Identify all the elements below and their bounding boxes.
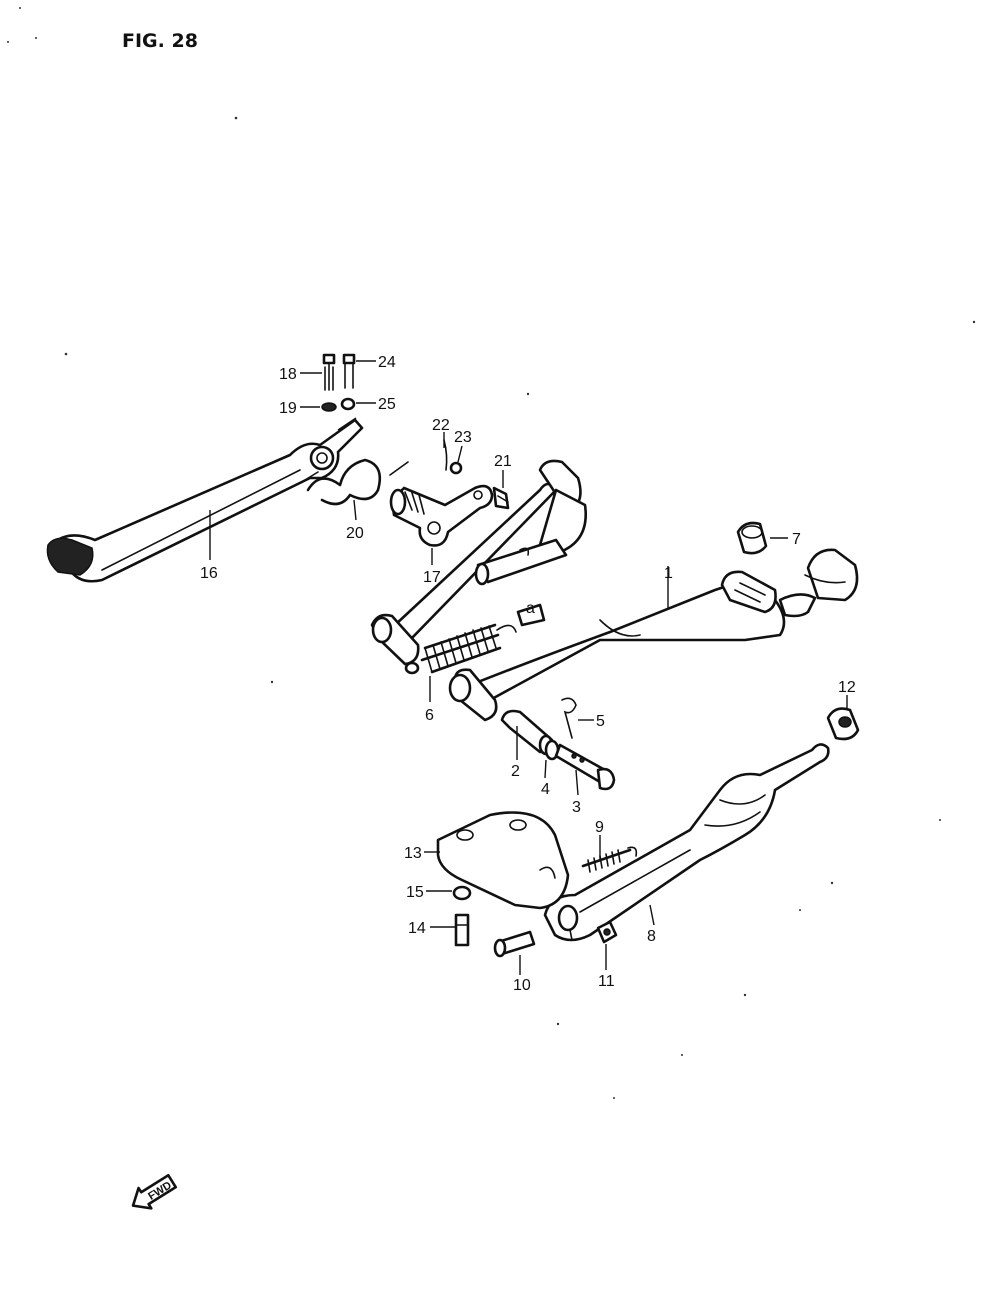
callout-21: 21 <box>494 453 512 470</box>
fwd-arrow-icon: FWD <box>131 1173 178 1210</box>
part-19-nut <box>321 402 337 412</box>
mark-a: a <box>526 600 535 617</box>
part-11-nut <box>596 920 618 944</box>
part-17-pivot-shaft <box>389 484 494 547</box>
callout-13: 13 <box>404 845 422 862</box>
callout-1: 1 <box>664 565 673 582</box>
callout-22: 22 <box>432 417 450 434</box>
part-10-bolt <box>493 930 536 958</box>
callout-3: 3 <box>572 799 581 816</box>
callout-6: 6 <box>425 707 434 724</box>
callout-15: 15 <box>406 884 424 901</box>
part-21-bolt <box>492 486 510 510</box>
callout-8: 8 <box>647 928 656 945</box>
callout-16: 16 <box>200 565 218 582</box>
part-12-cap <box>826 707 860 741</box>
part-5-r-clip <box>561 697 577 739</box>
callout-25: 25 <box>378 396 396 413</box>
part-15-nut <box>452 885 472 901</box>
callout-14: 14 <box>408 920 426 937</box>
part-16-brake-pedal <box>46 417 364 583</box>
part-3-pin <box>554 743 616 791</box>
part-25-nut <box>340 397 356 411</box>
part-1-center-stand <box>370 459 859 722</box>
part-13-bracket <box>436 811 570 910</box>
callout-7: 7 <box>792 531 801 548</box>
part-18-bolt <box>322 353 336 391</box>
figure-title: FIG. 28 <box>122 30 198 52</box>
callout-24: 24 <box>378 354 396 371</box>
callout-9: 9 <box>595 819 604 836</box>
part-24-bolt <box>342 353 356 389</box>
leader-lines <box>209 360 848 975</box>
scan-specks <box>7 7 976 1099</box>
callout-19: 19 <box>279 400 297 417</box>
callout-2: 2 <box>511 763 520 780</box>
part-2-collar <box>500 709 554 756</box>
part-6-spring <box>404 623 517 675</box>
callout-17: 17 <box>423 569 441 586</box>
part-14-bolt <box>454 913 470 947</box>
callout-12: 12 <box>838 679 856 696</box>
part-9-spring <box>581 846 638 873</box>
part-23-pin <box>449 461 463 475</box>
callout-4: 4 <box>541 781 550 798</box>
callout-20: 20 <box>346 525 364 542</box>
callout-23: 23 <box>454 429 472 446</box>
callout-18: 18 <box>279 366 297 383</box>
callout-10: 10 <box>513 977 531 994</box>
part-7-cap <box>736 521 768 555</box>
callout-11: 11 <box>598 973 615 990</box>
part-8-side-stand <box>543 743 830 942</box>
callout-5: 5 <box>596 713 605 730</box>
part-20-return-spring <box>304 458 409 506</box>
